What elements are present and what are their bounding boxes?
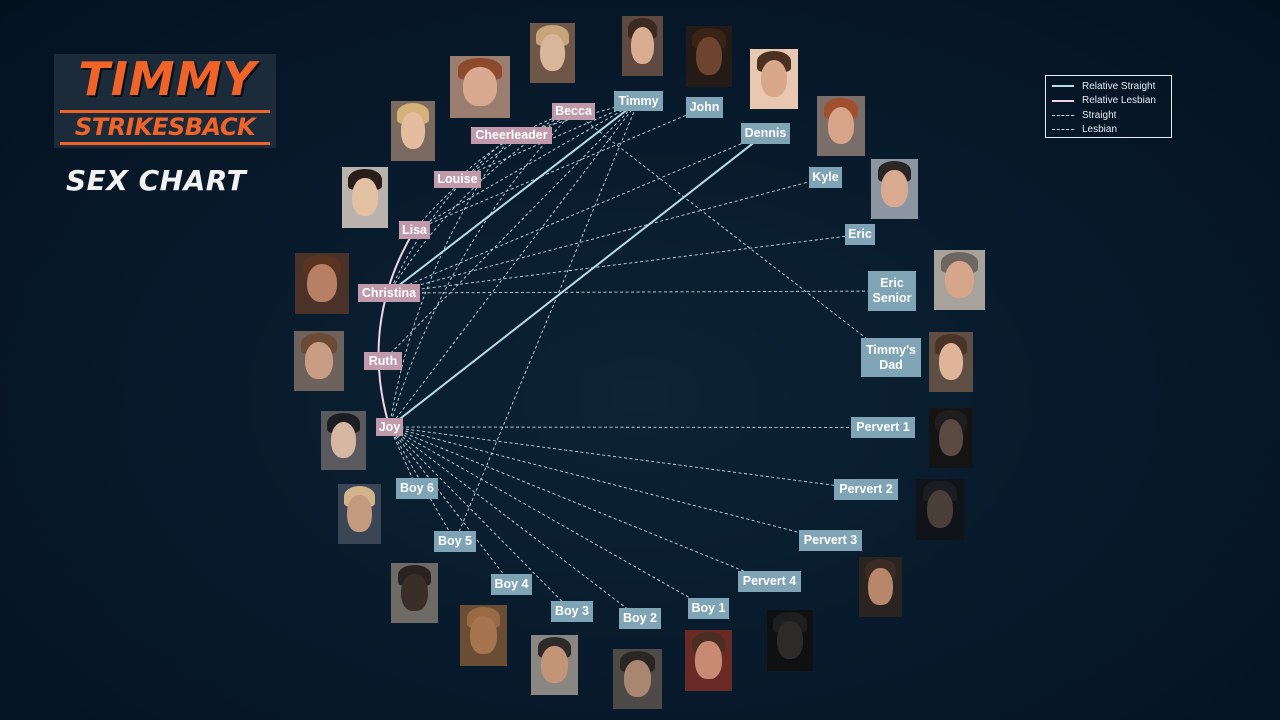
legend-swatch-relative-straight (1052, 85, 1074, 88)
node-becca: Becca (552, 103, 595, 120)
node-ruth: Ruth (364, 352, 402, 370)
boy-4-portrait-icon (460, 605, 507, 666)
edge-boy5-timmy (454, 100, 639, 542)
pervert-3-portrait-icon (859, 557, 902, 617)
pervert-4-portrait-icon (767, 610, 813, 671)
legend-item-relative-straight: Relative Straight (1052, 79, 1171, 94)
edge-louise-becca (457, 111, 574, 180)
node-christina: Christina (358, 284, 420, 302)
timmys-dad-portrait-icon (929, 332, 973, 392)
ruth-portrait-icon (294, 331, 344, 391)
eric-portrait-icon (871, 159, 918, 219)
logo-subtitle: STRIKESBACK (74, 113, 256, 141)
node-pervert-4: Pervert 4 (738, 571, 801, 592)
node-dennis: Dennis (741, 123, 790, 144)
edge-christina-dennis (388, 133, 766, 294)
node-kyle: Kyle (809, 167, 842, 188)
node-boy-1: Boy 1 (688, 598, 729, 619)
node-louise: Louise (434, 171, 481, 188)
edge-joy-pervert2 (389, 426, 867, 490)
node-cheerleader: Cheerleader (471, 127, 552, 144)
node-boy-4: Boy 4 (491, 574, 532, 595)
legend-swatch-lesbian (1052, 129, 1074, 131)
lisa-portrait-icon (342, 167, 388, 228)
dennis-portrait-icon (750, 49, 798, 109)
node-lisa: Lisa (399, 221, 430, 239)
node-boy-2: Boy 2 (619, 608, 661, 629)
edge-christina-kyle (388, 177, 826, 294)
eric-senior-portrait-icon (934, 250, 985, 310)
edge-joy-pervert1 (389, 426, 884, 428)
legend-swatch-relative-lesbian (1052, 99, 1074, 102)
node-joy: Joy (376, 418, 403, 436)
pervert-2-portrait-icon (916, 479, 964, 540)
edge-christina-eric (388, 234, 861, 294)
legend: Relative Straight Relative Lesbian Strai… (1045, 75, 1172, 138)
christina-portrait-icon (295, 253, 349, 314)
legend-item-lesbian: Lesbian (1052, 123, 1171, 138)
boy-6-portrait-icon (338, 484, 381, 544)
cheerleader-portrait-icon (450, 56, 510, 118)
legend-label: Relative Straight (1082, 80, 1156, 92)
timmy-portrait-icon (622, 16, 663, 76)
game-logo: TIMMY STRIKESBACK (54, 50, 276, 148)
legend-item-straight: Straight (1052, 108, 1171, 123)
edge-christina-eric_senior (388, 290, 893, 294)
louise-portrait-icon (391, 101, 435, 161)
kyle-portrait-icon (817, 96, 865, 156)
legend-label: Relative Lesbian (1082, 95, 1156, 107)
boy-3-portrait-icon (531, 635, 578, 695)
edge-lisa-timmy (414, 100, 639, 231)
legend-item-relative-lesbian: Relative Lesbian (1052, 94, 1171, 109)
node-timmy: Timmy (614, 91, 663, 111)
chart-title: SEX CHART (66, 164, 247, 197)
pervert-1-portrait-icon (929, 408, 973, 468)
node-timmys-dad: Timmy's Dad (861, 338, 921, 377)
boy-5-portrait-icon (391, 563, 438, 623)
edge-joy-pervert3 (389, 426, 831, 541)
boy-2-portrait-icon (613, 649, 662, 709)
node-eric: Eric (845, 224, 875, 245)
edge-joy-lisa (377, 229, 416, 428)
legend-label: Lesbian (1082, 124, 1118, 136)
legend-swatch-straight (1052, 114, 1074, 116)
node-pervert-2: Pervert 2 (834, 479, 898, 500)
edge-joy-pervert4 (389, 426, 770, 582)
node-eric-senior: Eric Senior (868, 271, 916, 311)
becca-portrait-icon (530, 23, 575, 83)
legend-label: Straight (1082, 109, 1117, 121)
node-boy-3: Boy 3 (551, 601, 593, 622)
node-john: John (686, 97, 723, 118)
node-boy-6: Boy 6 (396, 478, 438, 499)
joy-portrait-icon (321, 411, 366, 470)
boy-1-portrait-icon (685, 630, 732, 691)
edge-joy-boy4 (389, 426, 512, 585)
john-portrait-icon (686, 26, 732, 87)
logo-title: TIMMY (78, 52, 257, 106)
edge-lisa-john (414, 107, 705, 231)
node-boy-5: Boy 5 (434, 531, 476, 552)
node-pervert-3: Pervert 3 (799, 530, 862, 551)
node-pervert-1: Pervert 1 (851, 417, 915, 438)
